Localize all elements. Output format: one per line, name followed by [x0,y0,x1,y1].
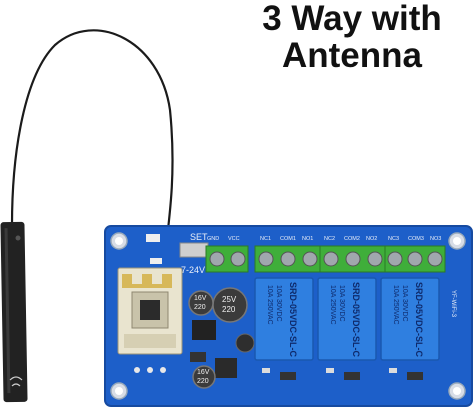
headline-line-1: 3 Way with [262,0,442,38]
antenna-wire [10,29,174,301]
svg-text:10A 250VAC: 10A 250VAC [329,285,336,325]
terminal-block-power [205,245,249,273]
headline-line-2: Antenna [282,36,422,75]
set-label: SET [190,232,208,242]
headline: 3 Way with Antenna [230,0,474,74]
svg-text:16V: 16V [197,369,210,376]
transistor [215,358,237,378]
svg-text:16V: 16V [194,295,207,302]
svg-text:10A 250VAC: 10A 250VAC [266,285,273,325]
svg-text:220: 220 [194,304,206,311]
svg-text:10A 30VDC: 10A 30VDC [338,285,345,322]
svg-text:SRD-05VDC-SL-C: SRD-05VDC-SL-C [351,282,361,358]
terminal-label-nc3: NC3 [388,236,399,242]
relay-1: 10A 250VAC 10A 30VDC SRD-05VDC-SL-C [254,277,314,361]
capacitor-3: 16V 220 [192,365,216,389]
regulator-chip [192,320,216,340]
terminal-label-no1: NO1 [302,236,313,242]
svg-text:SRD-05VDC-SL-C: SRD-05VDC-SL-C [288,282,298,358]
svg-text:220: 220 [222,305,236,314]
svg-text:10A 30VDC: 10A 30VDC [275,285,282,322]
antenna-stick [0,221,28,403]
svg-text:SRD-05VDC-SL-C: SRD-05VDC-SL-C [414,282,424,358]
svg-text:25V: 25V [222,295,237,304]
wifi-module [117,267,183,355]
terminal-label-com1: COM1 [280,236,296,242]
terminal-block-relay-1 [254,245,322,273]
svg-text:10A 250VAC: 10A 250VAC [392,285,399,325]
terminal-label-com3: COM3 [408,236,424,242]
relay-3: 10A 250VAC 10A 30VDC SRD-05VDC-SL-C [380,277,440,361]
terminal-block-relay-2 [319,245,387,273]
terminal-label-nc2: NC2 [324,236,335,242]
terminal-label-com2: COM2 [344,236,360,242]
terminal-block-relay-3 [384,245,446,273]
side-label: YF-WiFi-3 [450,290,456,318]
capacitor-2: 16V 220 [188,290,214,316]
voltage-label: 7-24V [181,265,205,275]
svg-text:220: 220 [197,378,209,385]
terminal-label-gnd: GND [207,236,219,242]
terminal-label-nc1: NC1 [260,236,271,242]
relay-2: 10A 250VAC 10A 30VDC SRD-05VDC-SL-C [317,277,377,361]
terminal-label-no2: NO2 [366,236,377,242]
terminal-label-vcc: VCC [228,236,240,242]
svg-text:10A 30VDC: 10A 30VDC [401,285,408,322]
terminal-label-no3: NO3 [430,236,441,242]
relay-board: SET 7-24V 25V 220 16V 220 16V 220 [104,225,473,407]
capacitor-1: 25V 220 [212,287,248,323]
